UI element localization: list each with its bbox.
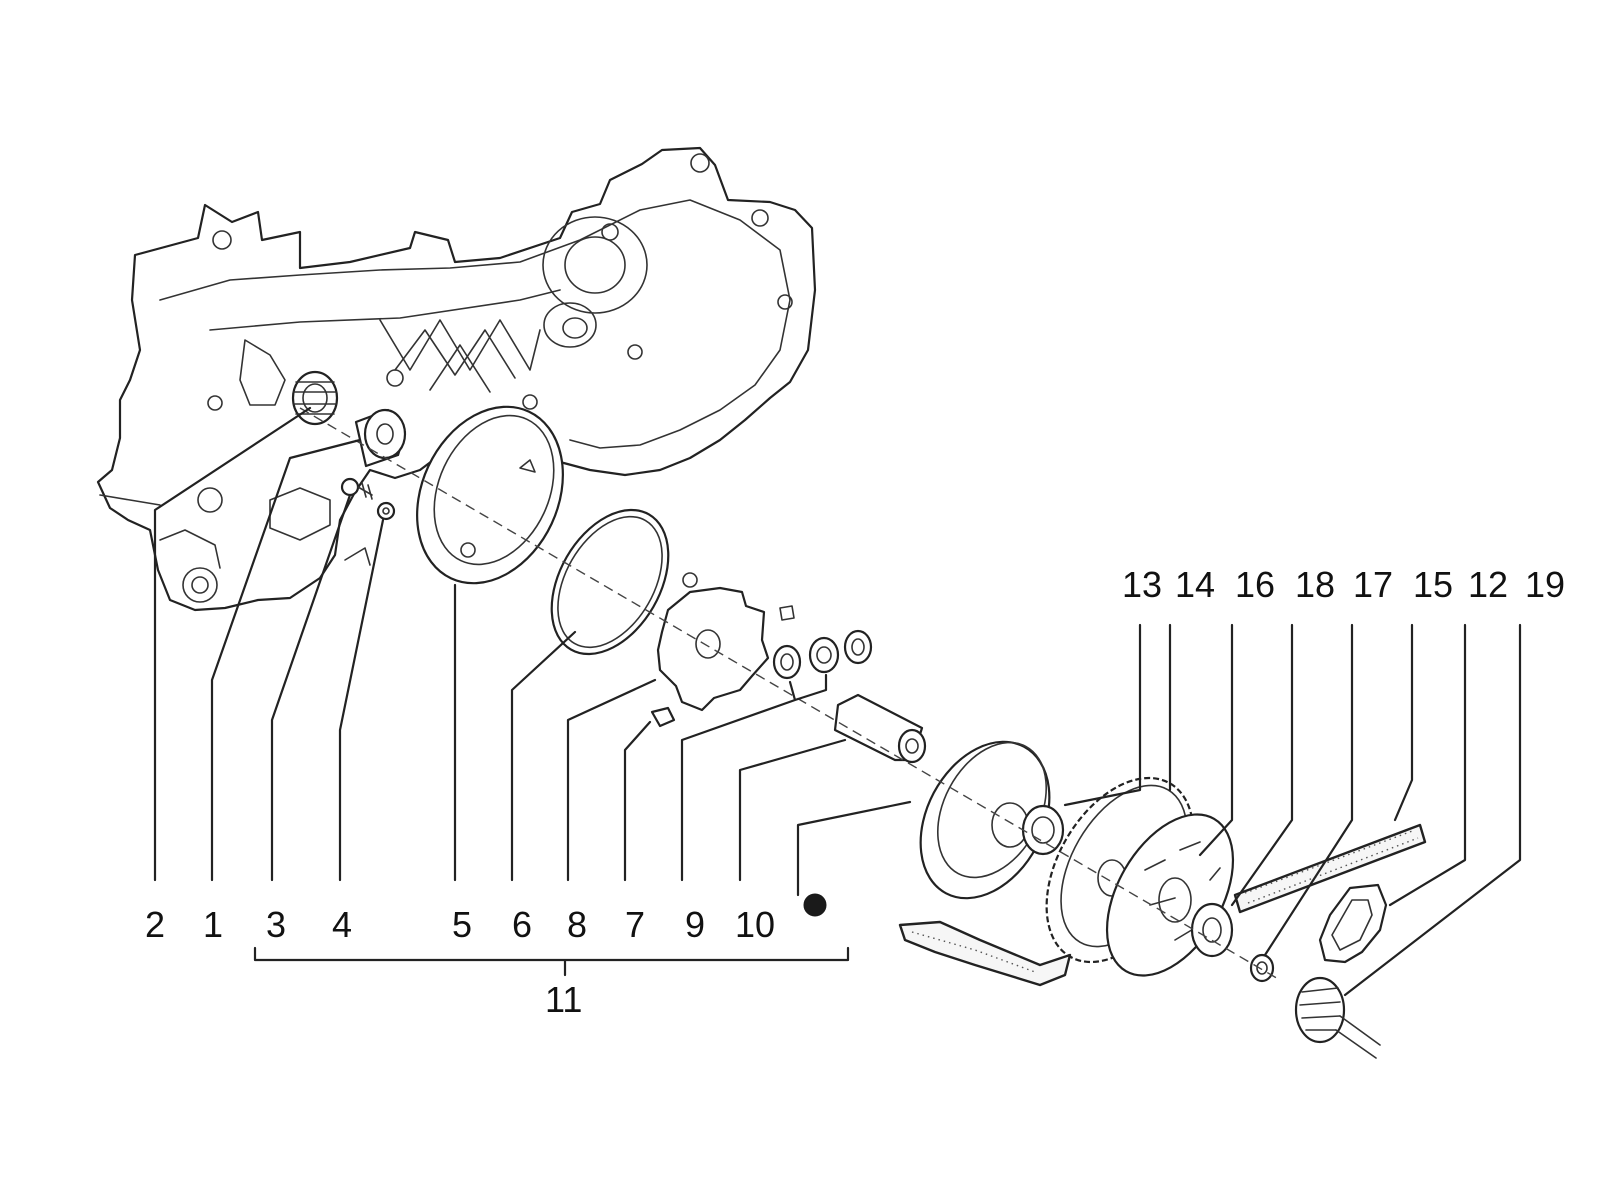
part-12-gasket	[1318, 883, 1388, 964]
callout-12: 12	[1468, 564, 1508, 605]
crankcase-housing	[96, 146, 817, 612]
part-4-washer	[376, 501, 396, 521]
part-5-drum-cover	[416, 405, 564, 585]
callout-8: 8	[567, 904, 587, 945]
leader-lines	[153, 406, 1522, 997]
part-9-rollers	[772, 629, 873, 680]
callout-7: 7	[625, 904, 645, 945]
group-bracket	[253, 946, 850, 977]
callout-14: 14	[1175, 564, 1215, 605]
assembly-axis	[299, 407, 1281, 981]
bullet-marker	[803, 893, 827, 917]
callout-10: 10	[735, 904, 775, 945]
callout-17: 17	[1353, 564, 1393, 605]
callout-5: 5	[452, 904, 472, 945]
part-15-drive-belt	[898, 823, 1427, 987]
part-17-nut	[1249, 953, 1275, 983]
callout-16: 16	[1235, 564, 1275, 605]
callout-2: 2	[145, 904, 165, 945]
callout-4: 4	[332, 904, 352, 945]
callout-6: 6	[512, 904, 532, 945]
callout-labels: 2 1 3 4 5 6 8 7 9 10 11 13 14 16 18 17 1…	[145, 564, 1565, 1020]
part-10-sleeve	[833, 693, 927, 764]
callout-11: 11	[545, 979, 582, 1020]
part-3-screw	[340, 477, 373, 500]
part-8-ramp-plate	[656, 572, 795, 712]
callout-15: 15	[1413, 564, 1453, 605]
callout-1: 1	[203, 904, 223, 945]
part-19-pinion	[1294, 976, 1381, 1059]
callout-3: 3	[266, 904, 286, 945]
callout-19: 19	[1525, 564, 1565, 605]
callout-18: 18	[1295, 564, 1335, 605]
part-6-o-ring	[550, 508, 670, 656]
callout-9: 9	[685, 904, 705, 945]
part-7-clip	[650, 706, 676, 728]
part-13-washer	[1021, 804, 1065, 856]
part-18-hub	[1190, 902, 1234, 958]
callout-13: 13	[1122, 564, 1162, 605]
part-1-bushing	[354, 408, 407, 468]
